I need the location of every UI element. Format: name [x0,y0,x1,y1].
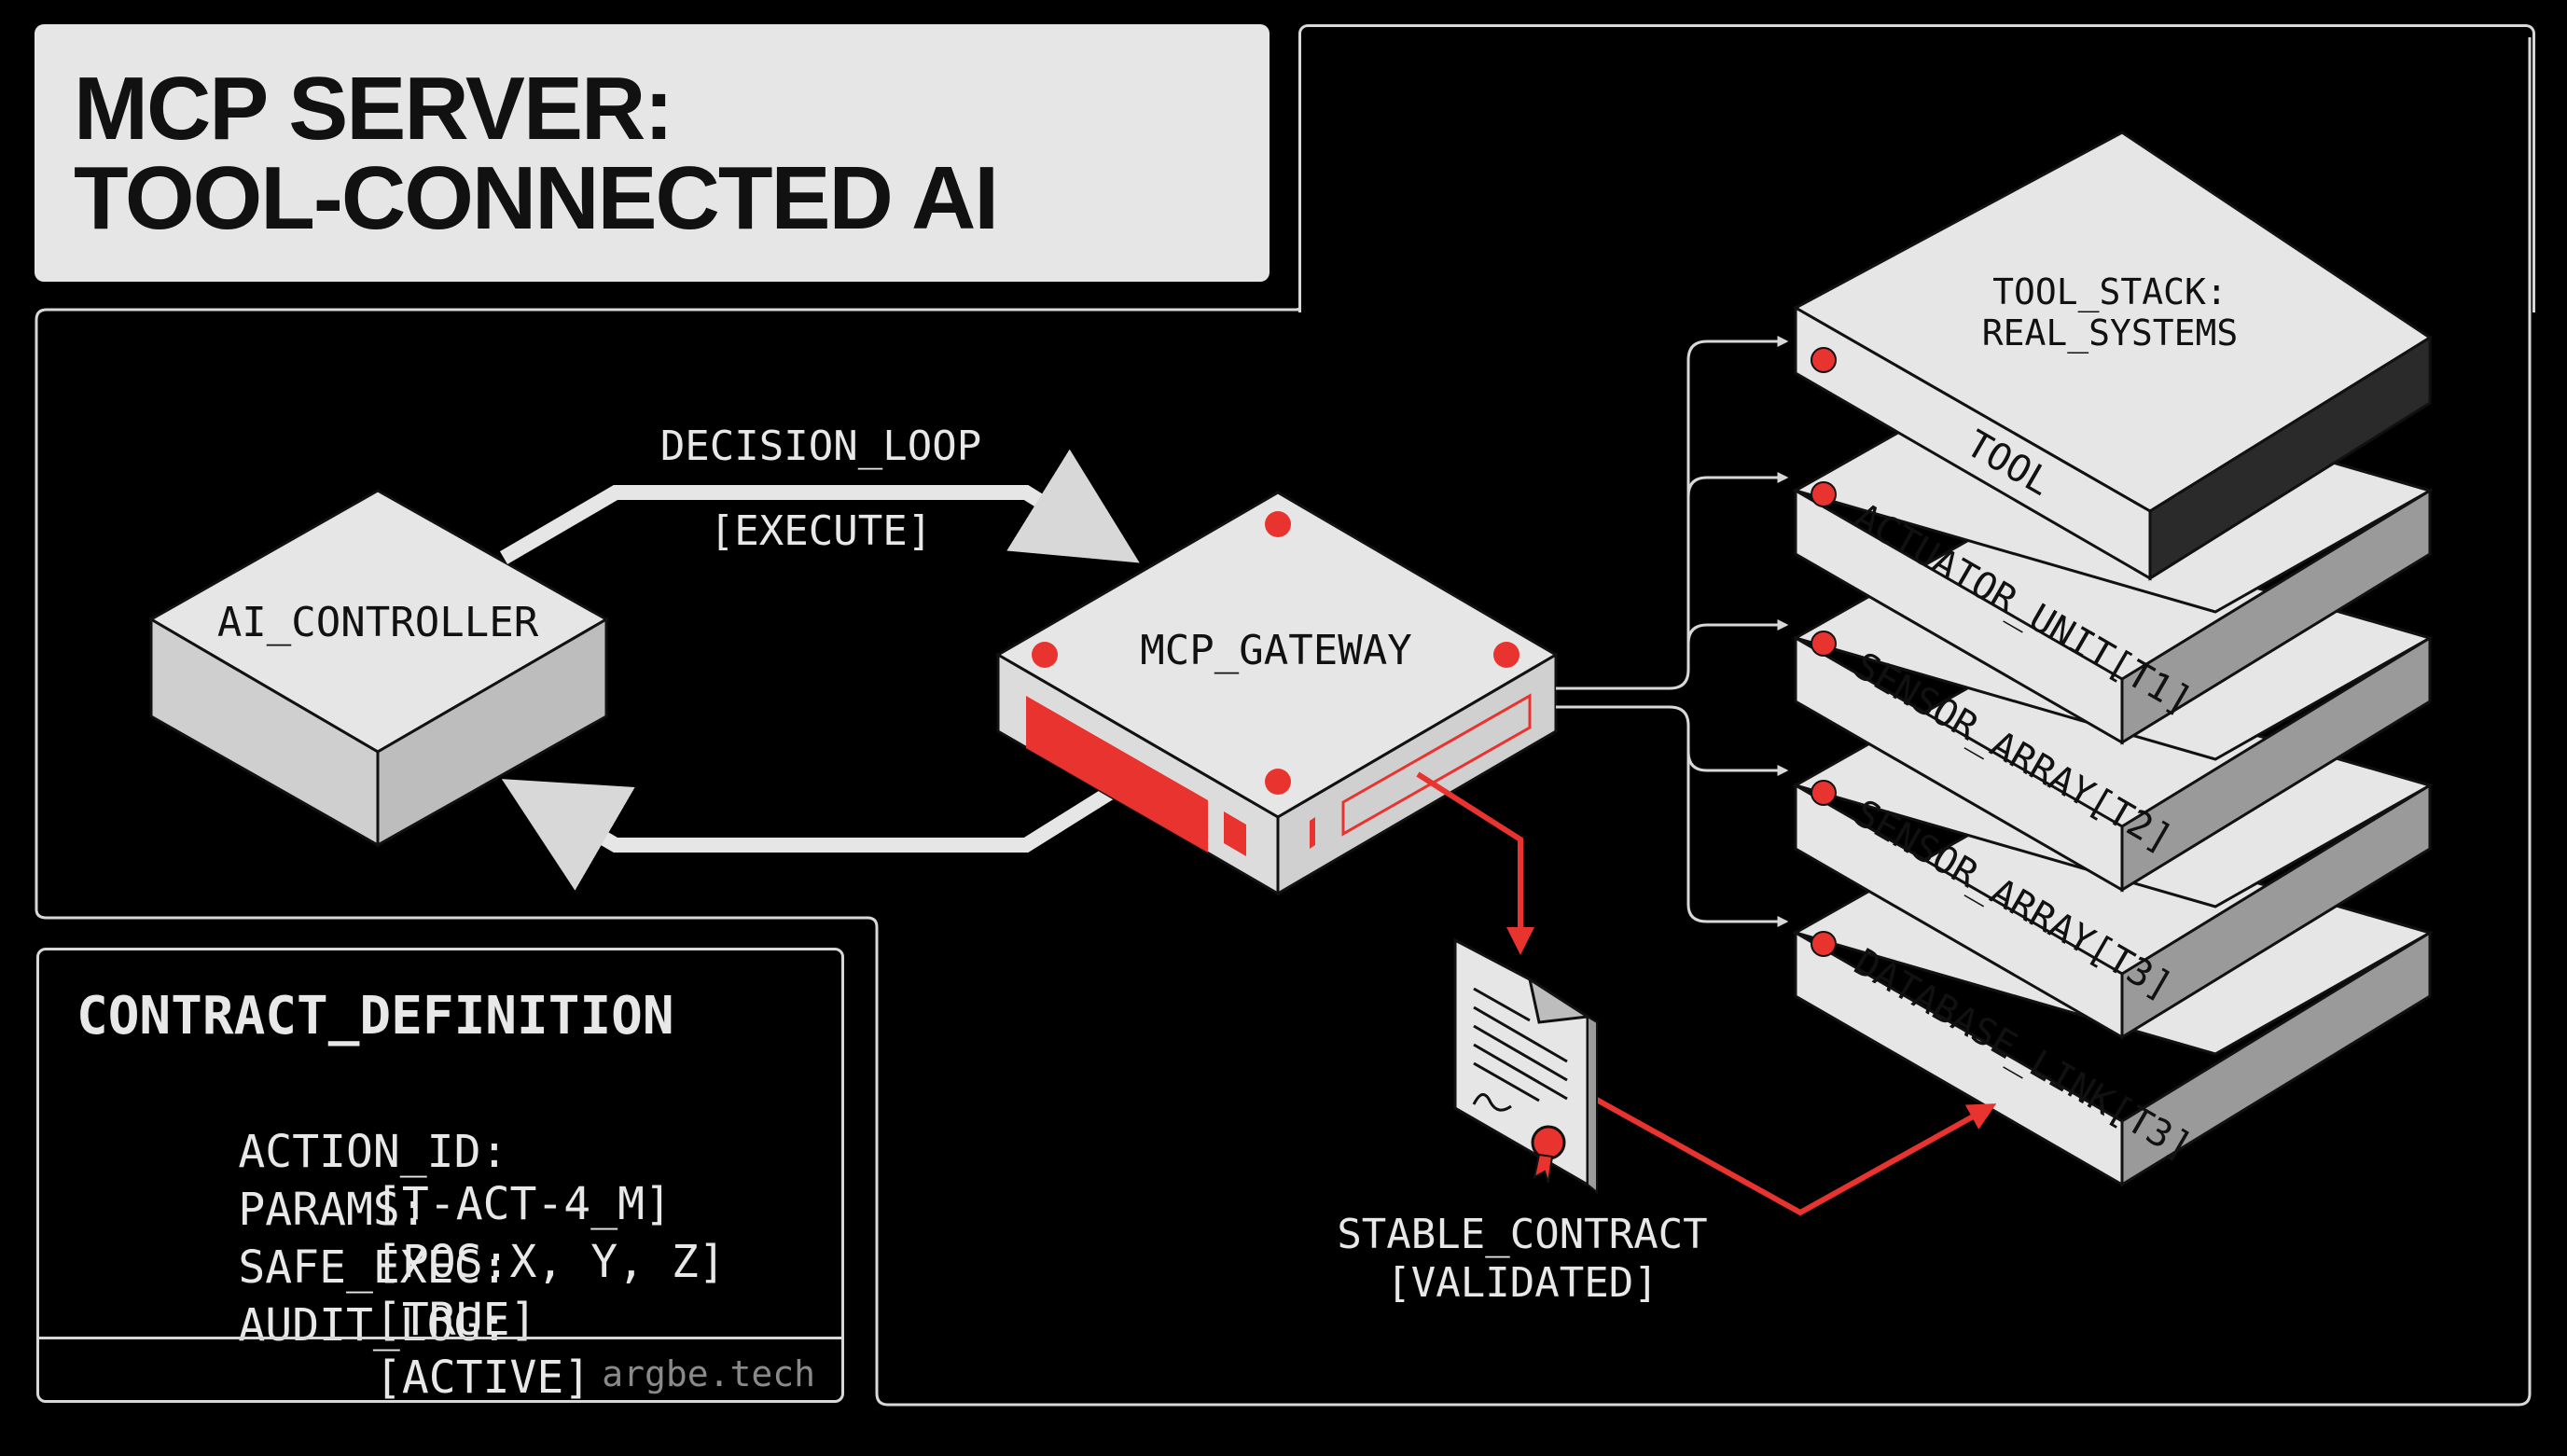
brand-label[interactable]: argbe.tech [602,1353,815,1394]
decision-loop-label: DECISION_LOOP [660,423,981,470]
contract-key: SAFE_EXEC: [238,1241,508,1294]
contract-key: ACTION_ID: [238,1126,508,1178]
contract-value: [POS:X, Y, Z] [375,1236,726,1288]
contract-value: [ACTIVE] [375,1352,591,1404]
main-frame [35,37,2532,1407]
tool-layer-top: TOOL_STACK: REAL_SYSTEMS TOOL [1792,131,2433,581]
return-arrow [501,773,1135,891]
mcp-gateway-block: MCP_GATEWAY [995,491,1559,896]
contract-row: ACTION_ID: [T-ACT-4_M] [76,1074,672,1283]
contract-document-icon [1453,937,1598,1195]
title-line-2: TOOL-CONNECTED AI [74,148,999,248]
contract-red-arrow-out [1593,1096,1997,1216]
title-line-1: MCP SERVER: [74,59,673,159]
validated-label: [VALIDATED] [1386,1259,1658,1307]
contract-title: CONTRACT_DEFINITION [76,986,674,1047]
stack-connectors [1556,336,1789,927]
ai-controller-block: AI_CONTROLLER [147,489,610,848]
contract-row: PARAMS: [POS:X, Y, Z] [76,1131,725,1340]
ai-controller-label: AI_CONTROLLER [217,599,539,646]
contract-value: [T-ACT-4_M] [375,1178,672,1230]
contract-red-arrow-down [1416,771,1534,955]
contract-row: AUDIT_LOG: [ACTIVE] [76,1247,590,1456]
tool-stack: DATABASE_LINK[T3] SENSOR_ARRAY[T3] SENSO… [1792,131,2434,1187]
execute-label: [EXECUTE] [710,507,932,555]
mcp-gateway-label: MCP_GATEWAY [1140,627,1411,674]
contract-key: PARAMS: [238,1184,427,1236]
title-panel: MCP SERVER: TOOL-CONNECTED AI [35,24,1270,282]
execute-arrow [499,449,1140,564]
top-right-frame [1298,24,2535,312]
contract-key: AUDIT_LOG: [238,1299,508,1352]
stack-title-line-2: REAL_SYSTEMS [1982,312,2239,354]
contract-definition-panel: CONTRACT_DEFINITION ACTION_ID: [T-ACT-4_… [36,948,844,1404]
contract-divider [39,1337,841,1339]
stack-title-line-1: TOOL_STACK: [1992,271,2227,313]
stable-contract-label: STABLE_CONTRACT [1337,1211,1707,1258]
